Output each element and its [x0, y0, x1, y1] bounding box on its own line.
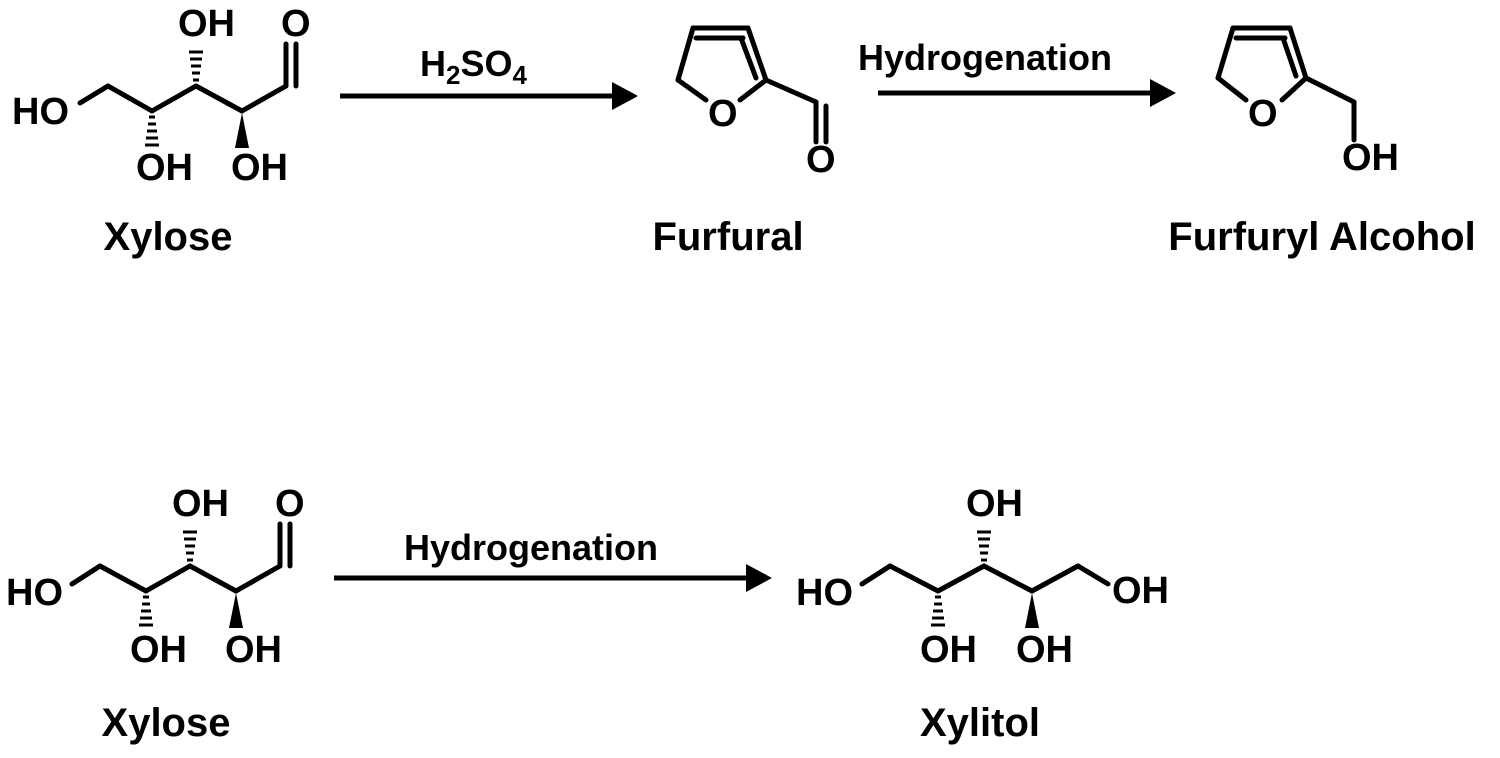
- hashed-bond: [145, 115, 159, 147]
- bond: [233, 563, 283, 594]
- reaction-arrow: [334, 564, 772, 592]
- ho-label: HO: [12, 91, 69, 133]
- bond: [1279, 75, 1309, 103]
- compound-name: Xylitol: [920, 701, 1040, 745]
- oh-label: OH: [172, 483, 229, 525]
- xylose-structure-bottom: HO OH OH OH O: [6, 483, 305, 671]
- reaction-condition: Hydrogenation: [858, 37, 1112, 78]
- bond: [1029, 563, 1081, 594]
- reaction-arrow: [878, 79, 1176, 107]
- xylitol-structure: HO OH OH OH OH: [796, 483, 1169, 671]
- bond: [1280, 35, 1299, 79]
- oh-label: OH: [920, 629, 977, 671]
- compound-name: Furfural: [652, 215, 803, 259]
- bond: [935, 563, 987, 594]
- bond: [745, 25, 769, 83]
- oh-label: OH: [1016, 629, 1073, 671]
- bond: [1303, 75, 1357, 105]
- bond: [187, 563, 239, 594]
- bond: [737, 77, 769, 103]
- reaction-condition: H2SO4: [420, 43, 527, 90]
- bond: [193, 83, 245, 114]
- furfuryl-alcohol-structure: O OH: [1215, 25, 1399, 179]
- compound-name: Xylose: [104, 215, 233, 259]
- o-label: O: [708, 93, 738, 135]
- oh-label: OH: [231, 147, 288, 189]
- ho-label: HO: [6, 572, 63, 614]
- o-label: O: [281, 3, 311, 45]
- hashed-bond: [183, 530, 197, 562]
- bond: [675, 25, 696, 83]
- furfural-structure: O O: [675, 25, 836, 181]
- hashed-bond: [189, 50, 203, 82]
- oh-label: OH: [1112, 570, 1169, 612]
- oh-label: OH: [130, 629, 187, 671]
- oh-label: OH: [225, 629, 282, 671]
- wedge-bond: [229, 593, 243, 628]
- bond: [97, 563, 149, 594]
- o-label: O: [275, 483, 305, 525]
- ho-label: HO: [796, 572, 853, 614]
- bond: [69, 563, 103, 587]
- hashed-bond: [931, 595, 945, 627]
- bond: [763, 77, 819, 105]
- bond: [675, 77, 709, 103]
- wedge-bond: [235, 113, 249, 148]
- reaction-condition: Hydrogenation: [404, 527, 658, 568]
- o-label: O: [806, 139, 836, 181]
- hashed-bond: [139, 595, 153, 627]
- reaction-arrow: [340, 82, 638, 110]
- oh-label: OH: [136, 147, 193, 189]
- bond: [1215, 75, 1249, 103]
- bond: [981, 563, 1035, 594]
- bond: [859, 563, 893, 587]
- o-label: O: [1248, 93, 1278, 135]
- bond: [1215, 25, 1236, 81]
- hashed-bond: [977, 530, 991, 562]
- bond: [887, 563, 941, 594]
- xylose-structure-top: HO OH OH OH O: [12, 3, 311, 189]
- bond: [1287, 25, 1309, 81]
- bond: [738, 35, 759, 81]
- bond: [105, 83, 155, 114]
- bond: [149, 83, 199, 114]
- bond: [1075, 563, 1111, 587]
- compound-name: Furfuryl Alcohol: [1168, 215, 1475, 259]
- oh-label: OH: [1342, 137, 1399, 179]
- bond: [143, 563, 193, 594]
- bond: [239, 83, 289, 114]
- oh-label: OH: [966, 483, 1023, 525]
- compound-name: Xylose: [102, 701, 231, 745]
- oh-label: OH: [178, 3, 235, 45]
- bond: [77, 83, 111, 106]
- wedge-bond: [1025, 593, 1039, 628]
